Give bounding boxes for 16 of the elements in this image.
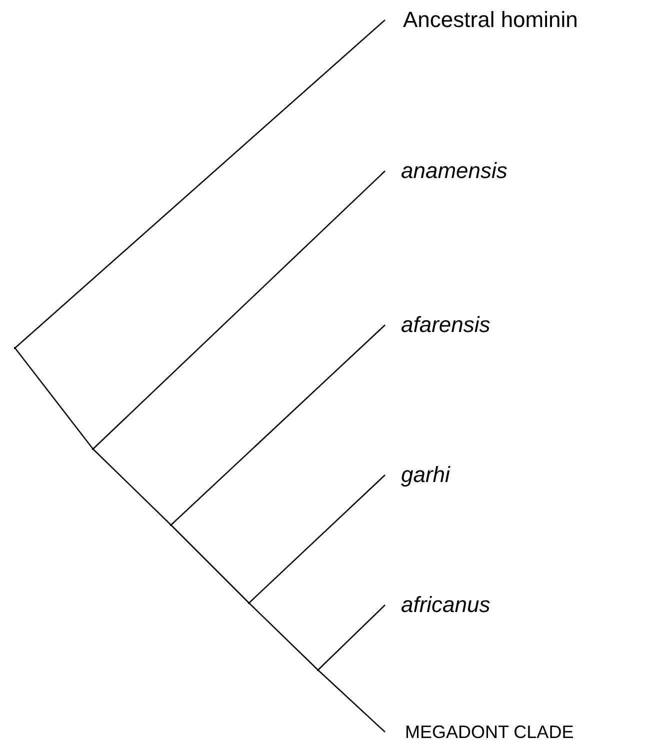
branch-line (248, 602, 318, 670)
taxon-label: africanus (385, 594, 490, 616)
taxon-label: Ancestral hominin (385, 9, 578, 31)
branch-line (170, 524, 250, 604)
branch-line (92, 448, 172, 526)
taxon-label: anamensis (385, 160, 508, 182)
branch-line (318, 604, 386, 670)
branch-line (248, 474, 386, 604)
branch-line (14, 20, 386, 348)
taxon-label: afarensis (385, 314, 490, 336)
taxon-label: garhi (385, 464, 450, 486)
branch-line (170, 324, 386, 526)
taxon-label: MEGADONT CLADE (385, 723, 574, 741)
branch-line (14, 348, 94, 450)
branch-line (318, 670, 386, 732)
branch-line (92, 170, 386, 450)
